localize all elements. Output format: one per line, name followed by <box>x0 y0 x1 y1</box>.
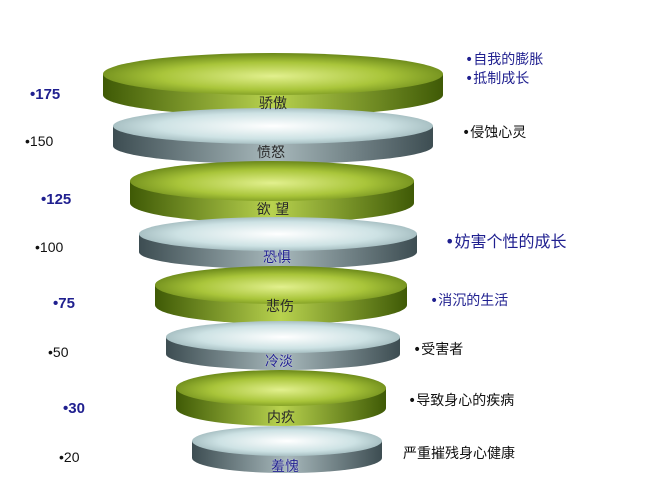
level-value: •100 <box>35 239 64 255</box>
description-line: •侵蚀心灵 <box>462 125 527 141</box>
tier-label-apathy: 冷淡 <box>265 354 293 370</box>
description-line: •消沉的生活 <box>430 293 509 309</box>
tier-disc-shame <box>192 426 382 473</box>
description-line: •导致身心的疾病 <box>408 393 515 409</box>
level-value: •75 <box>53 295 75 312</box>
description-line: •抵制成长 <box>465 71 530 87</box>
level-value: •50 <box>48 344 69 360</box>
tier-label-fear: 恐惧 <box>263 250 291 266</box>
level-value: •175 <box>30 86 61 103</box>
tier-label-guilt: 内疚 <box>267 410 295 426</box>
tier-disc-anger <box>113 108 433 164</box>
level-value: •125 <box>41 191 72 208</box>
tier-disc-fear <box>139 217 417 269</box>
description-line: •自我的膨胀 <box>465 52 544 68</box>
level-value: •30 <box>63 400 85 417</box>
tier-disc-grief <box>155 266 407 324</box>
tier-label-desire: 欲 望 <box>256 202 290 218</box>
tier-disc-desire <box>130 161 414 223</box>
description-line: •妨害个性的成长 <box>445 232 567 251</box>
tier-label-grief: 悲伤 <box>266 299 294 315</box>
tier-disc-pride <box>103 53 443 116</box>
description-line: 严重摧残身心健康 <box>403 446 515 462</box>
level-value: •150 <box>25 133 54 149</box>
description-line: •受害者 <box>413 342 464 358</box>
level-value: •20 <box>59 449 80 465</box>
tier-label-shame: 羞愧 <box>271 459 299 475</box>
tier-disc-guilt <box>176 370 386 426</box>
tier-label-anger: 愤怒 <box>257 145 285 161</box>
tier-disc-apathy <box>166 321 400 370</box>
tier-label-pride: 骄傲 <box>259 96 287 112</box>
